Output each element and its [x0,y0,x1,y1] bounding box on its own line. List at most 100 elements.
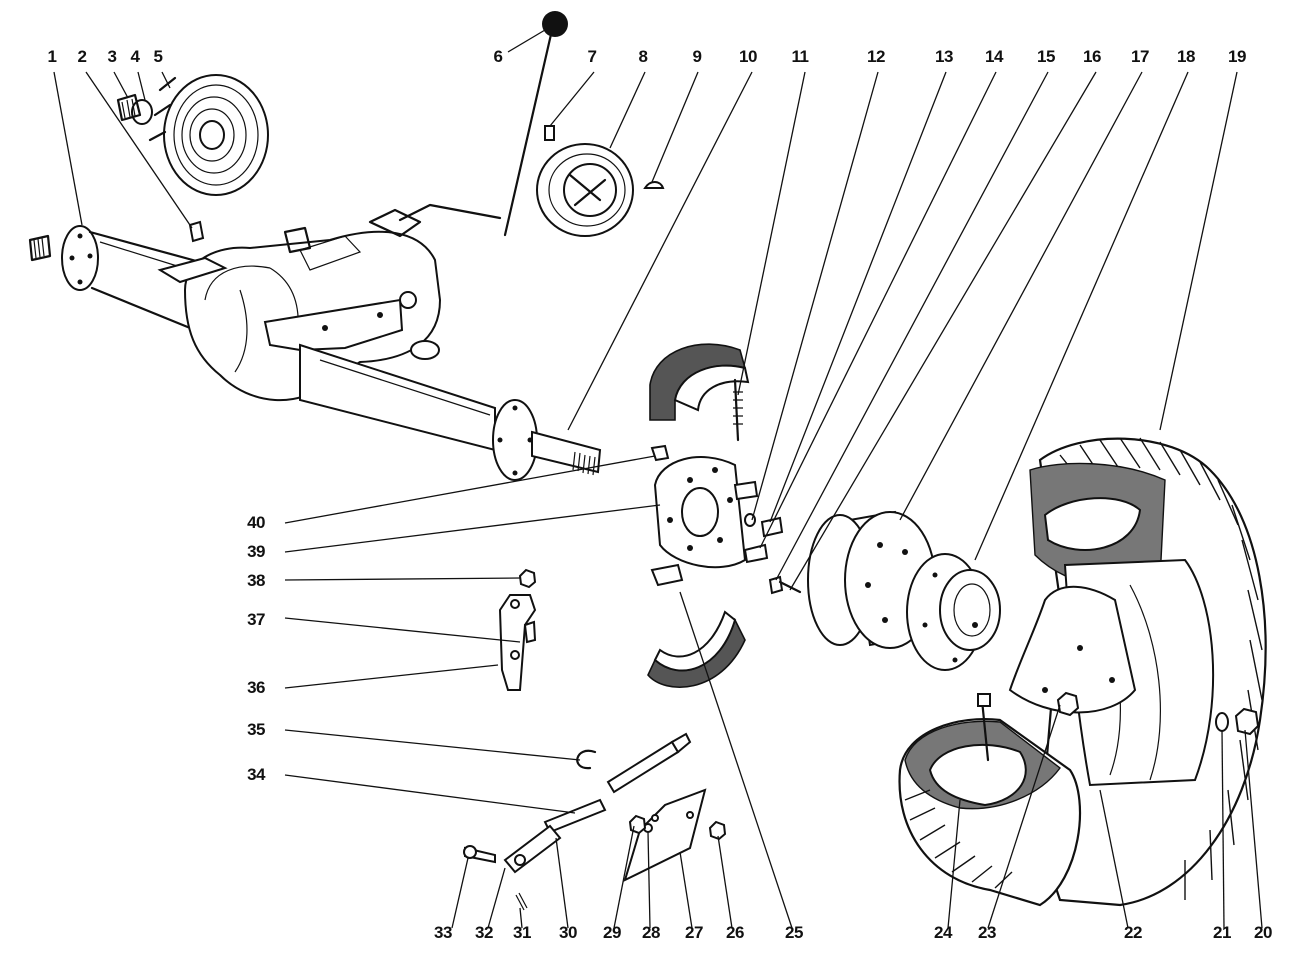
key-part [188,220,205,243]
leader-line-30 [555,837,569,929]
leader-line-28 [647,831,651,929]
woodruff-key [643,181,665,189]
backing-bolt [650,444,670,462]
leader-line-33 [451,857,469,929]
callout-40: 40 [247,513,265,532]
leader-line-13 [769,71,947,523]
leader-line-20 [1244,729,1263,929]
brake-shoe-upper [649,343,750,442]
callout-8: 8 [639,47,648,66]
callout-28: 28 [642,923,660,942]
leader-line-4 [137,71,146,101]
backing-plate [653,456,759,569]
callout-30: 30 [559,923,577,942]
callout-9: 9 [693,47,702,66]
leader-line-27 [679,851,693,929]
leader-line-17 [899,71,1143,521]
brake-shoe-lower [647,563,746,688]
callout-7: 7 [588,47,597,66]
callout-31: 31 [513,923,531,942]
leader-line-34 [284,774,576,814]
leader-line-15 [775,71,1049,581]
leader-line-39 [284,504,661,553]
callout-13: 13 [935,47,953,66]
leader-line-24 [947,799,961,929]
callout-38: 38 [247,571,265,590]
callout-26: 26 [726,923,744,942]
wheel-tire [898,437,1267,907]
leader-line-6 [507,29,546,53]
callout-1: 1 [48,47,57,66]
leader-line-8 [609,71,646,149]
callout-24: 24 [934,923,953,942]
callout-16: 16 [1083,47,1101,66]
callout-10: 10 [739,47,757,66]
callout-23: 23 [978,923,996,942]
leader-line-11 [737,71,806,396]
leader-line-37 [284,617,521,643]
wheel-bolts [743,513,802,595]
callout-14: 14 [985,47,1004,66]
callout-20: 20 [1254,923,1272,942]
leader-line-25 [679,591,793,929]
callout-36: 36 [247,678,265,697]
wheel-nut [1234,707,1260,736]
callout-29: 29 [603,923,621,942]
wheel-hub [906,553,1001,671]
leader-line-16 [789,71,1097,591]
leader-line-19 [1159,71,1238,431]
callout-27: 27 [685,923,703,942]
leader-line-9 [651,71,699,183]
callout-15: 15 [1037,47,1055,66]
callout-2: 2 [78,47,87,66]
leader-lines [53,29,1263,929]
leader-line-31 [519,907,523,929]
leader-line-5 [161,71,171,89]
callout-33: 33 [434,923,452,942]
callout-37: 37 [247,610,265,629]
callout-21: 21 [1213,923,1231,942]
leader-line-22 [1099,789,1129,929]
callout-12: 12 [867,47,885,66]
leader-line-2 [85,71,193,229]
callout-19: 19 [1228,47,1246,66]
callout-35: 35 [247,720,265,739]
axle-housing [28,28,602,481]
callout-11: 11 [792,47,809,66]
callout-34: 34 [247,765,266,784]
leader-line-40 [284,455,656,524]
leader-line-7 [549,71,595,127]
leader-line-14 [759,71,997,549]
callout-17: 17 [1131,47,1149,66]
lug-nut [1056,691,1080,717]
leader-line-29 [613,825,635,929]
leader-line-1 [53,71,83,226]
brake-linkage [463,568,727,911]
callout-18: 18 [1177,47,1195,66]
callout-3: 3 [108,47,117,66]
leader-line-12 [751,71,879,521]
leader-line-3 [113,71,129,99]
parts-illustration [28,11,1267,911]
leader-line-38 [284,577,521,581]
lock-washer [1215,712,1229,732]
leader-line-26 [717,835,733,929]
callout-4: 4 [131,47,141,66]
leader-line-10 [567,71,753,431]
leader-line-32 [487,867,506,929]
leader-line-23 [987,704,1061,929]
leader-line-35 [284,729,581,761]
callout-25: 25 [785,923,803,942]
drive-pulley [116,74,269,196]
callout-5: 5 [154,47,163,66]
lever-knob [542,11,568,37]
set-screw [544,125,555,141]
leader-line-21 [1221,729,1225,929]
leader-line-36 [284,664,499,689]
callout-22: 22 [1124,923,1142,942]
callout-6: 6 [494,47,503,66]
callout-32: 32 [475,923,493,942]
callout-39: 39 [247,542,265,561]
